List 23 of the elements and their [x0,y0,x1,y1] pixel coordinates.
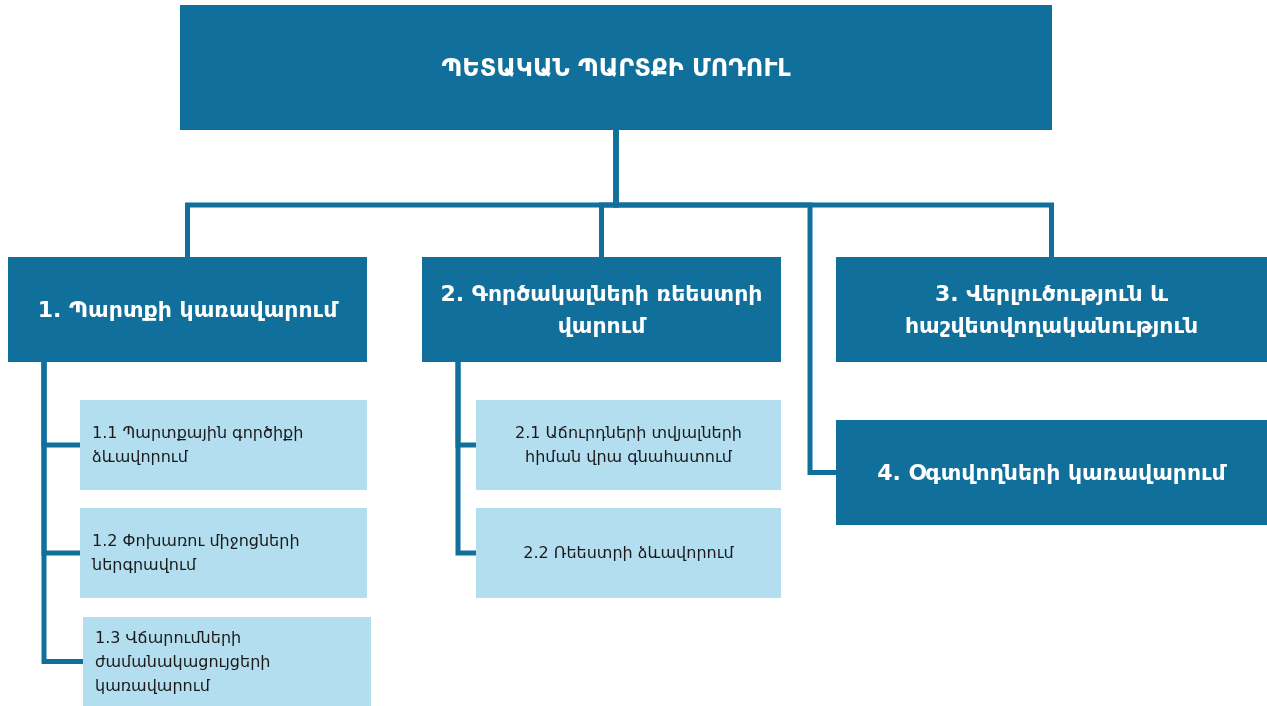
box-label: 1.2 Փոխառու միջոցների ներգրավում [92,530,301,576]
box-label: 1. Պարտքի կառավարում [37,295,338,324]
subcategory-box [80,508,367,598]
connector-line [455,362,476,556]
box-label: 2.1 Աճուրդների տվյալների հիման վրա գնահատում [514,422,743,468]
box-label: 2.2 Ռեեստրի ձևավորում [523,542,734,564]
category-box [422,257,781,362]
category-box [8,257,367,362]
subcategory-box [83,617,371,706]
box-label: 2. Գործակալների ռեեստրի վարում [439,279,764,340]
connector-line [41,362,83,664]
subcategory-box [80,400,367,490]
box-label: 1.3 Վճարումների ժամանակացույցերի կառավարում [95,626,272,697]
category-box [836,257,1267,362]
box-label: 3. Վերլուծություն և հաշվետվողականություն [903,279,1200,340]
category-box [836,420,1267,525]
box-label: ՊԵՏԱԿԱՆ ՊԱՐՏՔԻ ՄՈԴՈՒԼ [441,52,791,84]
box-label: 1.1 Պարտքային գործիքի ձևավորում [92,422,305,468]
title-box [180,5,1052,130]
subcategory-box [476,508,781,598]
connector-line [613,130,836,475]
box-label: 4. Օգտվողների կառավարում [877,458,1226,487]
subcategory-box [476,400,781,490]
